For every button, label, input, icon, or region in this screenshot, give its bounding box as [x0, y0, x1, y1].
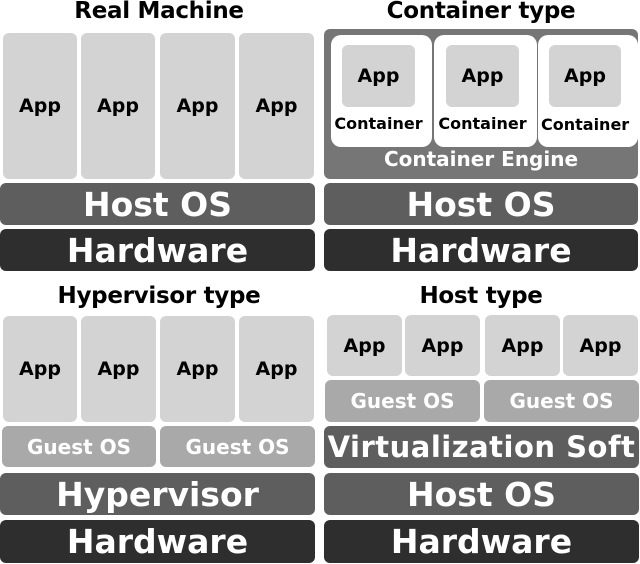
real-machine-app-2: App — [81, 33, 155, 179]
container-2-app: App — [446, 45, 519, 107]
container-1: App Container — [331, 35, 432, 147]
container-2: App Container — [434, 35, 537, 147]
real-machine-host-os: Host OS — [0, 183, 315, 225]
container-type-host-os: Host OS — [324, 183, 638, 225]
container-1-app: App — [342, 45, 415, 107]
host-type-host-os: Host OS — [324, 473, 639, 515]
container-type-title: Container type — [386, 0, 576, 24]
container-2-label: Container — [438, 114, 527, 133]
host-type-app-3: App — [485, 315, 560, 376]
host-type-app-4: App — [563, 315, 638, 376]
virtualization-soft-layer: Virtualization Soft — [324, 426, 639, 468]
container-engine-label: Container Engine — [383, 147, 579, 171]
hypervisor-app-2: App — [81, 316, 156, 422]
real-machine-app-4: App — [239, 33, 314, 179]
real-machine-app-3: App — [160, 33, 235, 179]
container-1-label: Container — [334, 114, 423, 133]
hypervisor-app-3: App — [160, 316, 235, 422]
hypervisor-guest-os-1: Guest OS — [2, 426, 156, 467]
container-3-label: Container — [541, 115, 630, 134]
host-type-guest-os-1: Guest OS — [325, 380, 480, 422]
real-machine-hardware: Hardware — [0, 229, 315, 271]
host-type-app-2: App — [405, 315, 480, 376]
host-type-title: Host type — [419, 283, 543, 309]
hypervisor-layer: Hypervisor — [0, 473, 315, 515]
hypervisor-type-title: Hypervisor type — [57, 283, 261, 309]
hypervisor-app-4: App — [239, 316, 314, 422]
host-type-hardware: Hardware — [324, 520, 639, 563]
hypervisor-type-hardware: Hardware — [0, 520, 315, 563]
host-type-guest-os-2: Guest OS — [484, 380, 639, 422]
hypervisor-app-1: App — [3, 316, 77, 422]
container-3: App Container — [538, 35, 638, 147]
real-machine-title: Real Machine — [74, 0, 244, 24]
hypervisor-guest-os-2: Guest OS — [160, 426, 315, 467]
host-type-app-1: App — [327, 315, 402, 376]
container-3-app: App — [549, 45, 621, 107]
container-type-hardware: Hardware — [324, 229, 638, 271]
real-machine-app-1: App — [3, 33, 77, 179]
